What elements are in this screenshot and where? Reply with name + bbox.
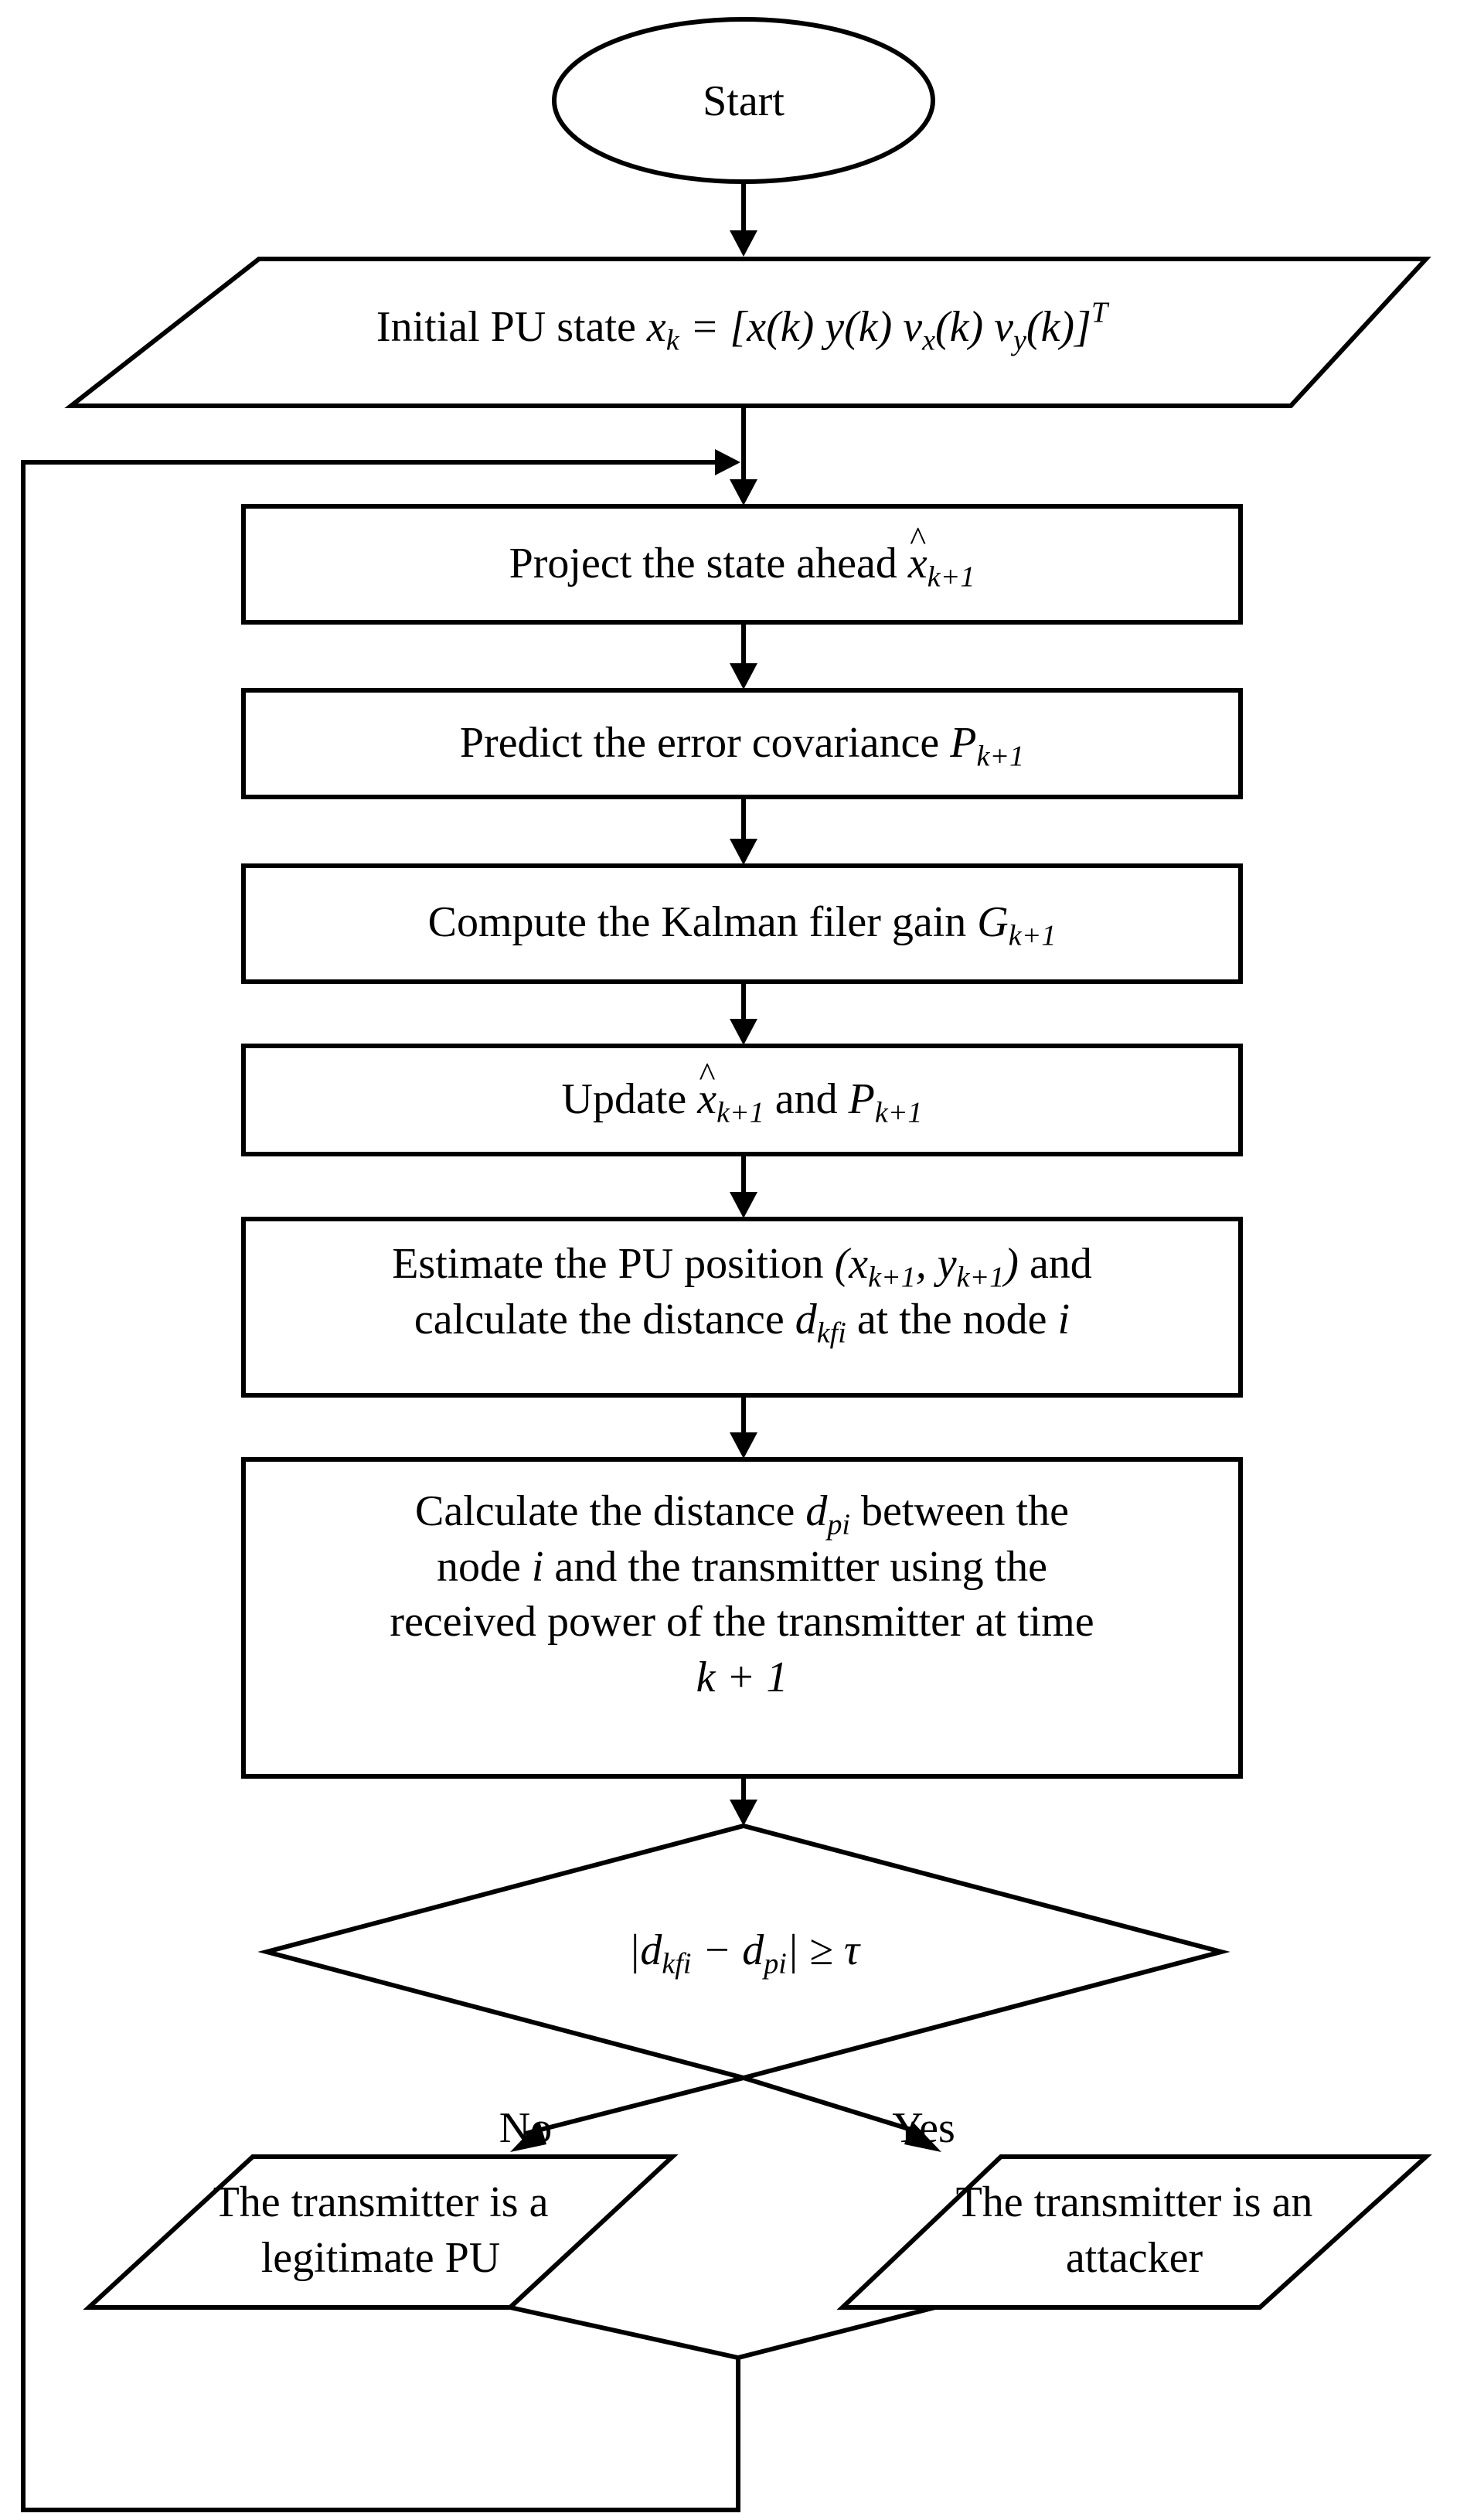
- calculate-line-3: received power of the transmitter at tim…: [390, 1598, 1094, 1647]
- calculate-line-1: Calculate the distance dpi between the: [415, 1487, 1069, 1541]
- update-step-label: Update xk+1 and Pk+1: [243, 1053, 1241, 1128]
- arrowhead: [730, 230, 757, 257]
- start-label: Start: [703, 77, 785, 125]
- input-label: Initial PU state xk = [x(k) y(k) vx(k) v…: [376, 296, 1108, 357]
- arrowhead: [904, 2121, 941, 2152]
- calculate-step-label: Calculate the distance dpi between the n…: [243, 1484, 1241, 1706]
- estimate-line-1: Estimate the PU position (xk+1, yk+1) an…: [392, 1240, 1092, 1294]
- arrowhead: [715, 449, 740, 475]
- arrow-decision-no: [525, 2076, 744, 2136]
- estimate-step-box: [241, 1217, 1243, 1398]
- predict-step-box: [241, 688, 1243, 799]
- legitimate-output-label: The transmitter is a legitimate PU: [213, 2178, 549, 2282]
- calculate-line-2: node i and the transmitter using the: [436, 1542, 1048, 1591]
- arrowhead: [730, 663, 757, 690]
- arrowhead: [730, 1432, 757, 1459]
- arrowhead: [510, 2121, 546, 2152]
- calculate-step-box: [241, 1457, 1243, 1779]
- calculate-line-4: k + 1: [696, 1653, 788, 1702]
- estimate-line-2: calculate the distance dkfi at the node …: [414, 1295, 1070, 1350]
- attacker-output-parallelogram: [836, 2154, 1432, 2310]
- arrow-decision-yes: [743, 2076, 924, 2136]
- merge-line: [509, 2305, 936, 2361]
- decision-label: |dkfi − dpi| ≥ τ: [628, 1926, 860, 1980]
- attacker-output-label: The transmitter is an attacker: [955, 2178, 1313, 2282]
- input-parallelogram: [64, 257, 1431, 408]
- arrowhead: [730, 479, 757, 506]
- estimate-step-label: Estimate the PU position (xk+1, yk+1) an…: [243, 1237, 1241, 1347]
- yes-branch-label: Yes: [892, 2104, 955, 2152]
- loop-back-line: [21, 460, 740, 2512]
- arrowhead: [730, 839, 757, 865]
- arrowhead: [730, 1019, 757, 1045]
- project-step-box: [241, 504, 1243, 625]
- predict-step-label: Predict the error covariance Pk+1: [459, 719, 1025, 773]
- arrowhead: [730, 1192, 757, 1218]
- arrowhead: [730, 1800, 757, 1826]
- gain-step-label: Compute the Kalman filer gain Gk+1: [427, 898, 1057, 952]
- project-step-label: Project the state ahead xk+1: [243, 517, 1241, 592]
- gain-step-box: [241, 863, 1243, 984]
- no-branch-label: No: [499, 2104, 553, 2152]
